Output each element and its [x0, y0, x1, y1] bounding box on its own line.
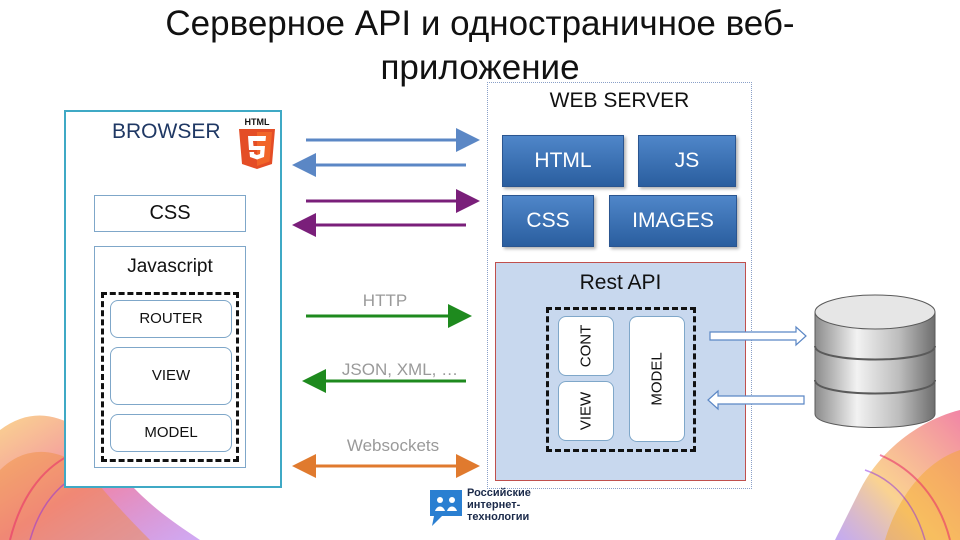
web-server-panel — [487, 82, 752, 489]
browser-css-box: CSS — [94, 195, 246, 232]
arrow-from-database — [707, 389, 805, 411]
rest-api-label: Rest API — [579, 271, 662, 294]
model-box: MODEL — [110, 414, 232, 452]
title-line-1: Серверное API и одностраничное веб- — [165, 4, 795, 43]
logo-line-1: Российские — [467, 487, 531, 499]
logo-line-3: технологии — [467, 511, 530, 523]
slide-title: Серверное API и одностраничное веб- прил… — [0, 2, 960, 90]
css-tile: CSS — [502, 195, 594, 247]
rit-logo-icon — [430, 490, 462, 526]
router-box: ROUTER — [110, 300, 232, 338]
html5-badge-text: HTML — [245, 117, 270, 127]
rest-api-dashed-group — [546, 307, 696, 452]
rest-api-panel — [495, 262, 746, 481]
browser-label: BROWSER — [112, 120, 221, 143]
html5-icon: HTML — [239, 117, 275, 169]
server-view-box: VIEW — [558, 381, 614, 441]
database-icon — [814, 294, 936, 428]
web-server-label: WEB SERVER — [549, 89, 690, 112]
rit-logo-text: Российские интернет- технологии — [467, 487, 531, 523]
json-xml-label: JSON, XML, … — [341, 360, 459, 379]
controller-box: CONT — [558, 316, 614, 376]
logo-line-2: интернет- — [467, 499, 521, 511]
arrow-to-database — [709, 325, 807, 347]
http-label: HTTP — [362, 291, 408, 310]
javascript-label: Javascript — [127, 256, 213, 277]
title-line-2: приложение — [380, 48, 580, 87]
images-tile: IMAGES — [609, 195, 737, 247]
javascript-dashed-group — [101, 292, 239, 462]
js-tile: JS — [638, 135, 736, 187]
websockets-label: Websockets — [346, 436, 440, 455]
right-swirl — [835, 410, 960, 540]
html-tile: HTML — [502, 135, 624, 187]
server-model-box: MODEL — [629, 316, 685, 442]
view-box: VIEW — [110, 347, 232, 405]
